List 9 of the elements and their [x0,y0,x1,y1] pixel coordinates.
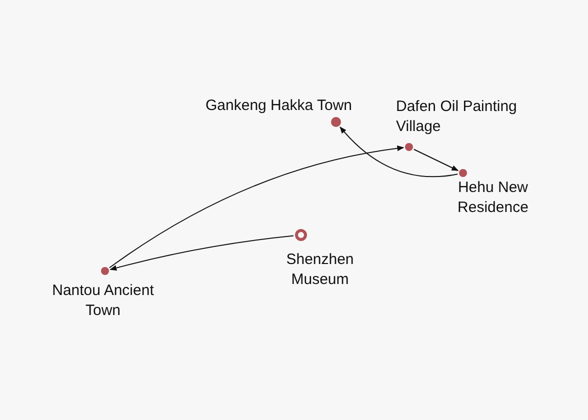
arrow [340,126,458,178]
place-label: Hehu New Residence [456,178,530,218]
arrow [108,146,404,268]
place-label: Shenzhen Museum [285,250,355,290]
place-label: Dafen Oil Painting Village [396,97,518,137]
place-label: Nantou Ancient Town [51,281,155,321]
arrow [110,235,294,271]
arrow [413,148,459,172]
place-label: Gankeng Hakka Town [204,96,352,116]
